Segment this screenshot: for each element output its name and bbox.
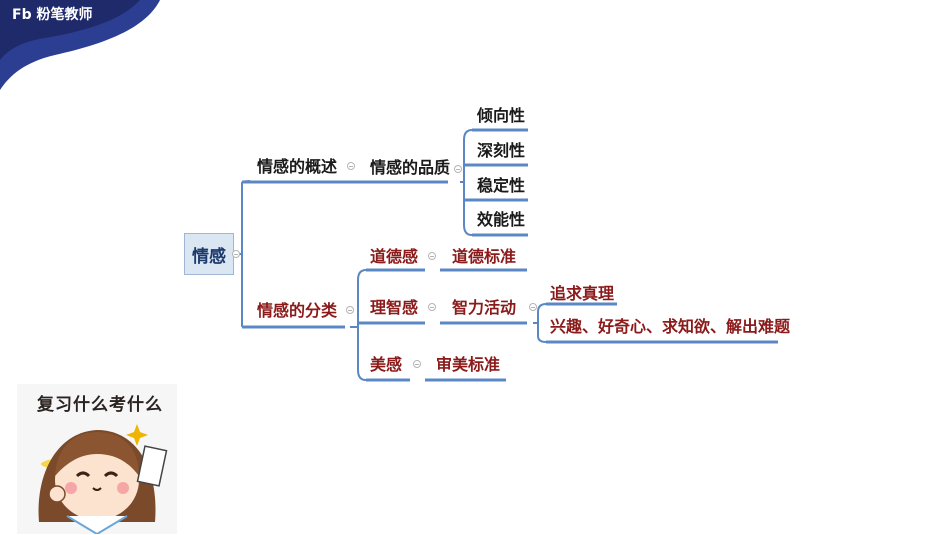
collapse-toggle-icon[interactable] xyxy=(232,250,240,258)
node-quality[interactable]: 情感的品质 xyxy=(370,158,451,177)
cartoon-girl-illustration xyxy=(38,424,168,534)
collapse-toggle-icon[interactable] xyxy=(529,303,537,311)
mindmap-root-node[interactable]: 情感 xyxy=(184,233,234,275)
node-rational-feeling[interactable]: 理智感 xyxy=(370,298,419,317)
node-aesthetic-standard[interactable]: 审美标准 xyxy=(436,355,501,374)
collapse-toggle-icon[interactable] xyxy=(347,162,355,170)
fb-logo-icon: Fb xyxy=(12,7,37,23)
node-aesthetic-feeling[interactable]: 美感 xyxy=(370,355,403,374)
brand-corner xyxy=(0,0,160,90)
node-overview[interactable]: 情感的概述 xyxy=(257,157,338,176)
node-quality-item[interactable]: 深刻性 xyxy=(477,141,526,160)
sticker-image: 复习什么考什么 xyxy=(17,384,177,534)
brand-logo: Fb 粉笔教师 xyxy=(12,4,92,24)
node-intellectual-activity[interactable]: 智力活动 xyxy=(452,298,517,317)
collapse-toggle-icon[interactable] xyxy=(413,360,421,368)
node-rational-detail[interactable]: 追求真理 xyxy=(550,284,615,303)
collapse-toggle-icon[interactable] xyxy=(346,306,354,314)
collapse-toggle-icon[interactable] xyxy=(454,165,462,173)
node-quality-item[interactable]: 稳定性 xyxy=(477,176,526,195)
sticker-caption: 复习什么考什么 xyxy=(37,395,163,415)
node-classification[interactable]: 情感的分类 xyxy=(257,301,338,320)
collapse-toggle-icon[interactable] xyxy=(428,252,436,260)
node-moral-feeling[interactable]: 道德感 xyxy=(370,247,419,266)
node-quality-item[interactable]: 倾向性 xyxy=(477,106,526,125)
brand-name: 粉笔教师 xyxy=(36,7,93,23)
node-moral-standard[interactable]: 道德标准 xyxy=(452,247,517,266)
node-quality-item[interactable]: 效能性 xyxy=(477,210,526,229)
node-rational-detail[interactable]: 兴趣、好奇心、求知欲、解出难题 xyxy=(550,317,791,336)
collapse-toggle-icon[interactable] xyxy=(428,303,436,311)
root-label: 情感 xyxy=(192,246,226,267)
